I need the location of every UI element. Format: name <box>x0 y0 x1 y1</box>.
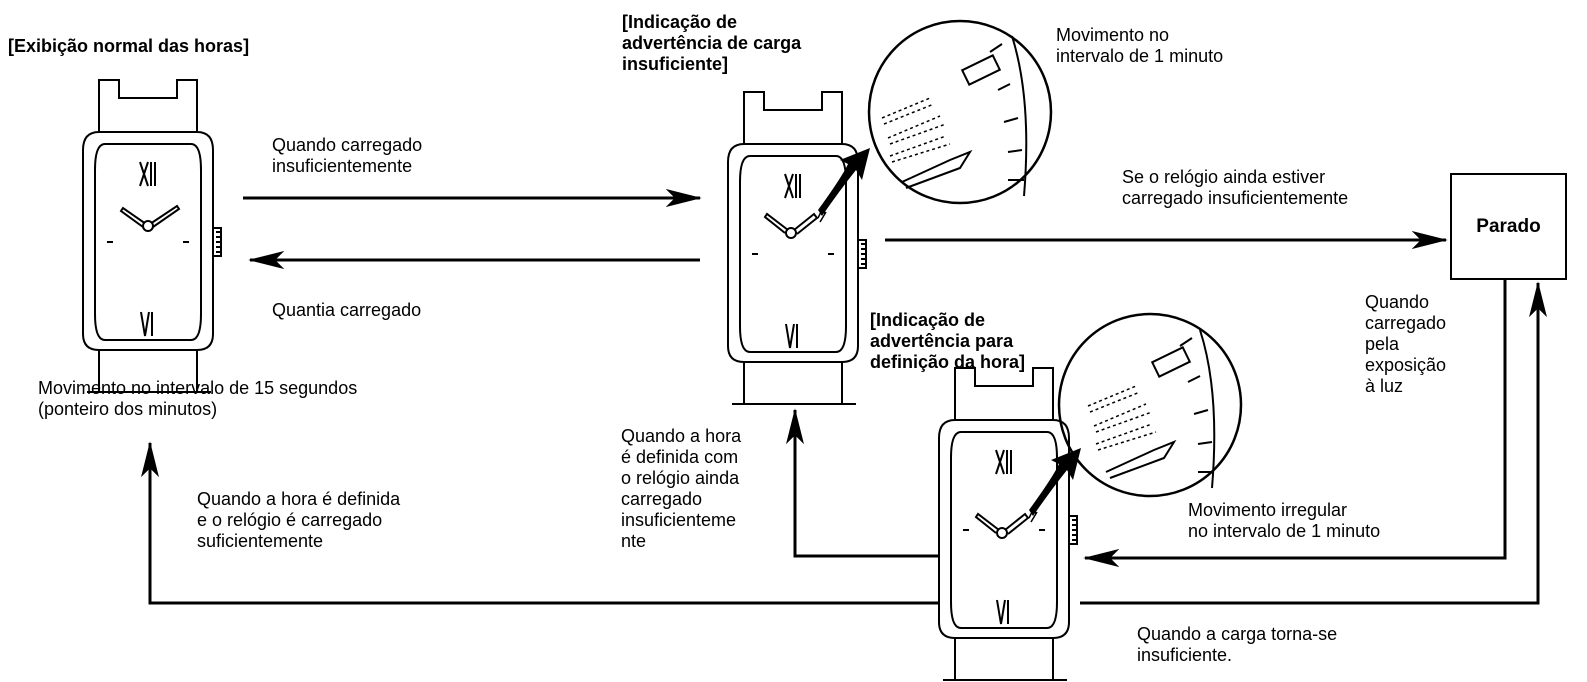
heading-time-set: [Indicação de advertência para definição… <box>870 310 1026 372</box>
arrow-to-stopped-up <box>1080 281 1547 605</box>
label-charge-insufficient: Quando a carga torna-se insuficiente. <box>1137 624 1338 665</box>
label-when-light-charged: Quando carregado pela exposição à luz <box>1365 292 1447 396</box>
stopped-label: Parado <box>1476 216 1541 237</box>
magnifier-time-set <box>1057 312 1243 498</box>
arrow-stopped-to-timeset <box>1083 280 1507 567</box>
heading-low-charge: [Indicação de advertência de carga insuf… <box>622 12 802 74</box>
label-time-set-still-low: Quando a hora é definida com o relógio a… <box>621 426 742 551</box>
label-amount-charged: Quantia carregado <box>272 300 422 320</box>
heading-normal-display: [Exibição normal das horas] <box>8 36 250 56</box>
label-move-1min: Movimento no intervalo de 1 minuto <box>1056 25 1224 66</box>
label-irregular-move: Movimento irregular no intervalo de 1 mi… <box>1188 500 1381 541</box>
label-when-undercharged: Quando carregado insuficientemente <box>272 135 423 176</box>
stopped-box: Parado <box>1450 173 1567 280</box>
arrow-timeset-to-normal <box>141 441 938 605</box>
watch-normal <box>82 79 222 393</box>
magnifier-low-charge <box>867 19 1053 205</box>
arrow-timeset-to-low <box>786 408 938 558</box>
watch-low-charge <box>727 91 870 405</box>
label-time-set-charged: Quando a hora é definida e o relógio é c… <box>197 489 401 551</box>
label-still-undercharged: Se o relógio ainda estiver carregado ins… <box>1122 167 1349 208</box>
watch-time-set <box>938 367 1081 681</box>
label-move-15s: Movimento no intervalo de 15 segundos (p… <box>38 378 358 419</box>
